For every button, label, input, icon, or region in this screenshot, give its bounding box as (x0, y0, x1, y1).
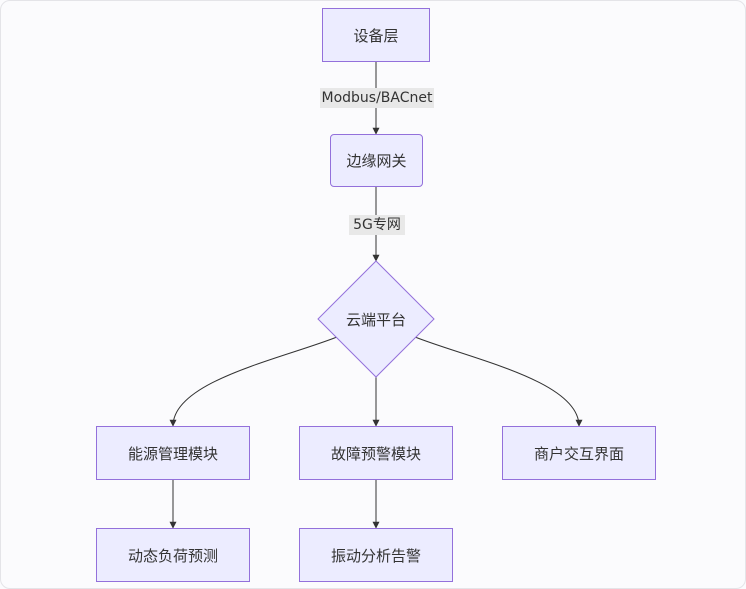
node-load-forecast: 动态负荷预测 (96, 528, 250, 582)
node-fault-module: 故障预警模块 (299, 426, 453, 480)
node-device-layer: 设备层 (322, 8, 430, 62)
edge-label-modbus: Modbus/BACnet (320, 88, 434, 108)
node-vibration-alarm: 振动分析告警 (299, 528, 453, 582)
edge-label-5g: 5G专网 (349, 215, 405, 235)
edge-cloud-to-merchant (414, 336, 583, 427)
node-edge-gateway: 边缘网关 (330, 134, 423, 187)
node-energy-module: 能源管理模块 (96, 426, 250, 480)
node-merchant-ui: 商户交互界面 (502, 426, 656, 480)
node-cloud-platform-label: 云端平台 (345, 310, 406, 329)
cloud-platform-diamond (317, 260, 435, 378)
edge-cloud-to-energy (169, 336, 338, 427)
